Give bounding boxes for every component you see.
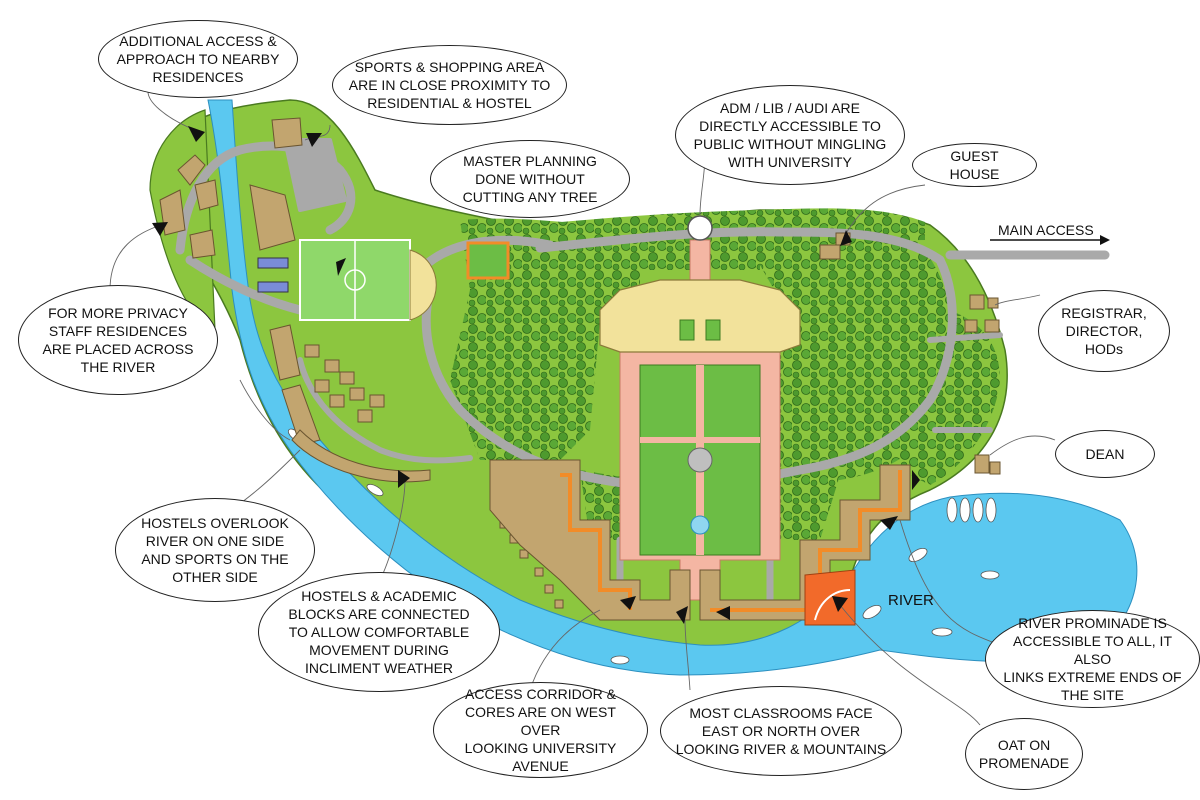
callout-additional-access: ADDITIONAL ACCESS & APPROACH TO NEARBY R… <box>98 20 298 98</box>
main-access-label: MAIN ACCESS <box>998 222 1094 238</box>
main-access-arrow <box>990 235 1110 245</box>
academic-blocks <box>489 459 911 626</box>
callout-classrooms: MOST CLASSROOMS FACE EAST OR NORTH OVER … <box>660 686 902 776</box>
orange-court <box>466 241 510 280</box>
callout-dean: DEAN <box>1055 430 1155 478</box>
boats <box>287 428 1000 665</box>
pointer-arrows <box>152 126 920 624</box>
callout-master-planning: MASTER PLANNING DONE WITHOUT CUTTING ANY… <box>430 140 630 218</box>
callout-hostels-overlook: HOSTELS OVERLOOK RIVER ON ONE SIDE AND S… <box>115 498 315 602</box>
callout-privacy-staff: FOR MORE PRIVACY STAFF RESIDENCES ARE PL… <box>18 285 218 395</box>
river <box>207 99 1138 676</box>
callout-river-promenade: RIVER PROMINADE IS ACCESSIBLE TO ALL, IT… <box>985 610 1200 708</box>
callout-registrar: REGISTRAR, DIRECTOR, HODs <box>1038 290 1170 372</box>
callout-adm-lib-audi: ADM / LIB / AUDI ARE DIRECTLY ACCESSIBLE… <box>675 85 905 185</box>
river-label: RIVER <box>888 592 934 609</box>
admin-library-auditorium <box>599 279 801 353</box>
callout-sports-shopping: SPORTS & SHOPPING AREA ARE IN CLOSE PROX… <box>332 45 567 125</box>
callout-oat: OAT ON PROMENADE <box>965 718 1083 790</box>
sports-field <box>257 239 437 321</box>
central-axis <box>619 215 781 601</box>
callout-access-corridor: ACCESS CORRIDOR & CORES ARE ON WEST OVER… <box>433 682 648 778</box>
callout-hostels-academic: HOSTELS & ACADEMIC BLOCKS ARE CONNECTED … <box>258 572 500 692</box>
callout-guest-house: GUEST HOUSE <box>912 143 1037 187</box>
